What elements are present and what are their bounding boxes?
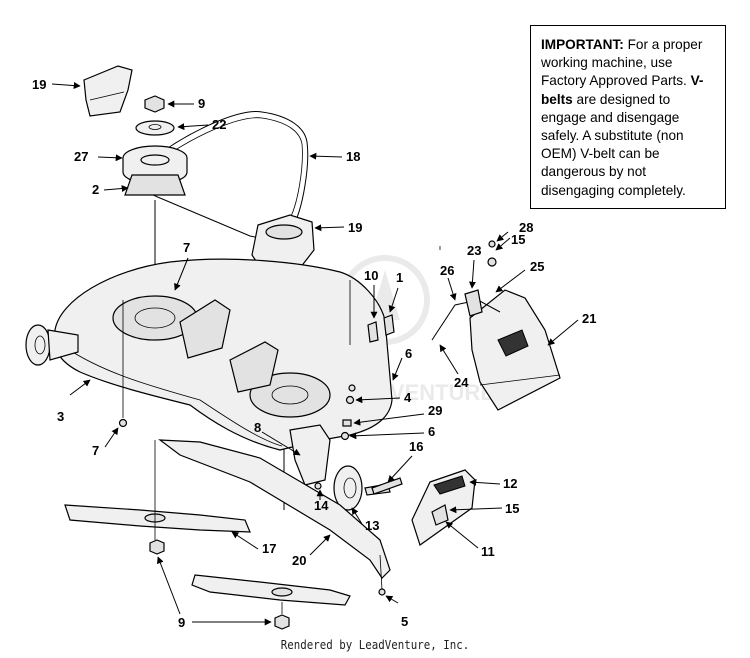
important-label: IMPORTANT:	[541, 37, 624, 52]
discharge-chute	[469, 289, 561, 411]
hex-nut-bottom-left	[149, 539, 165, 555]
mower-blades	[64, 440, 351, 606]
callout-25: 25	[530, 259, 544, 274]
bushing-29	[342, 419, 352, 427]
important-notice: IMPORTANT: For a proper working machine,…	[530, 25, 726, 209]
callout-27: 27	[74, 149, 88, 164]
callout-23: 23	[467, 243, 481, 258]
callout-10: 10	[364, 268, 378, 283]
callout-6-top: 6	[405, 346, 412, 361]
hex-nut-top	[144, 95, 165, 113]
callout-11: 11	[481, 544, 495, 559]
chute-linkage	[431, 240, 501, 341]
callout-15-bottom: 15	[505, 501, 519, 516]
callout-18: 18	[346, 149, 360, 164]
nut-6	[348, 384, 356, 392]
callout-6-bottom: 6	[428, 424, 435, 439]
callout-21: 21	[582, 311, 596, 326]
callout-19-top: 19	[32, 77, 46, 92]
mower-deck-housing	[25, 258, 393, 451]
callout-16: 16	[409, 439, 423, 454]
clip-small	[383, 314, 395, 336]
callout-12: 12	[503, 476, 517, 491]
vbelts-label: V-belts	[541, 73, 704, 107]
vbelts-text: are designed to engage and disengage saf…	[541, 91, 686, 198]
belt-keeper-left	[83, 65, 133, 117]
callout-20: 20	[292, 553, 306, 568]
callout-7-lower: 7	[92, 443, 99, 458]
callout-3: 3	[57, 409, 64, 424]
callout-8: 8	[254, 420, 261, 435]
callout-24: 24	[454, 375, 469, 390]
callout-15-top: 15	[511, 232, 525, 247]
important-text: For a proper working machine, use Factor…	[541, 37, 703, 89]
callout-26: 26	[440, 263, 454, 278]
callout-2: 2	[92, 182, 99, 197]
footer-credit: Rendered by LeadVenture, Inc.	[280, 638, 470, 652]
callout-9-bottom: 9	[178, 615, 185, 630]
callout-13: 13	[365, 518, 379, 533]
callout-7-top: 7	[183, 240, 190, 255]
callout-4: 4	[404, 390, 412, 405]
bolt-small	[367, 321, 379, 343]
callout-1: 1	[396, 270, 403, 285]
bolt-4	[345, 395, 355, 405]
mulch-plug-assembly	[411, 469, 476, 546]
callout-17: 17	[262, 541, 276, 556]
v-belt	[137, 111, 309, 239]
callout-9-top: 9	[198, 96, 205, 111]
callout-22: 22	[212, 117, 226, 132]
callout-14: 14	[314, 498, 329, 513]
hex-nut-bottom-right	[274, 614, 290, 630]
bolt-7-lower	[118, 418, 128, 428]
callout-labels: 19 9 22 27 18 2 19 7 10 1 28 15 23 26 25…	[32, 77, 596, 630]
callout-28: 28	[519, 220, 533, 235]
deck-baffle	[158, 439, 391, 579]
callout-19-right: 19	[348, 220, 362, 235]
callout-29: 29	[428, 403, 442, 418]
washer	[135, 120, 175, 136]
callout-5: 5	[401, 614, 408, 629]
